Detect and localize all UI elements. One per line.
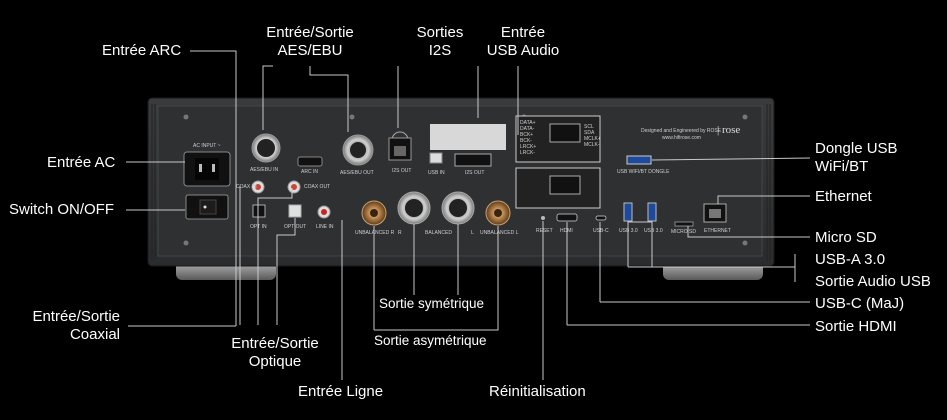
label-coax-line1: Entrée/Sortie: [32, 308, 120, 325]
label-dongle-line1: Dongle USB: [815, 140, 898, 157]
panel-arc-in: ARC IN: [301, 169, 318, 175]
panel-bal-r: R: [398, 230, 402, 236]
label-usb-a: USB-A 3.0: [815, 251, 886, 268]
arc-in-port: [297, 156, 323, 167]
reset-button: [541, 216, 545, 220]
label-dongle: Dongle USB WiFi/BT: [815, 140, 898, 176]
i2s-dvi: [454, 153, 492, 167]
label-i2s-outputs: Sorties I2S: [408, 24, 472, 60]
pin-label: MCLK-: [584, 142, 600, 148]
panel-ethernet: ETHERNET: [704, 228, 731, 234]
hdmi-port: [556, 213, 578, 222]
label-optical: Entrée/Sortie Optique: [222, 335, 328, 371]
label-aes-ebu: Entrée/Sortie AES/EBU: [258, 24, 362, 60]
panel-aes-in: AES/EBU IN: [250, 167, 279, 173]
usb-b-port: [429, 152, 443, 164]
panel-wifi-dongle: USB WIFI/BT DONGLE: [617, 169, 670, 175]
opt-in-port: [252, 204, 266, 218]
label-arc-input: Entrée ARC: [102, 42, 182, 59]
label-usb-audio-input: Entrée USB Audio: [478, 24, 568, 60]
label-ethernet: Ethernet: [815, 188, 872, 205]
panel-ac-input: AC INPUT ~: [193, 143, 221, 149]
panel-microsd: MICRO SD: [671, 229, 696, 235]
usb-a-port-1: [623, 202, 633, 222]
panel-brand: | rose: [717, 124, 741, 136]
label-i2s-line2: I2S: [428, 42, 452, 59]
usb-c-port: [595, 215, 607, 221]
dongle-usb-port: [626, 155, 652, 165]
pin-label: SDA: [584, 130, 595, 136]
label-aes-line2: AES/EBU: [277, 42, 343, 59]
label-reset: Réinitialisation: [489, 383, 586, 400]
panel-i2s-out2: I2S OUT: [465, 170, 485, 176]
panel-line-in: LINE IN: [316, 224, 334, 230]
label-usb-audio-out: Sortie Audio USB: [815, 273, 931, 290]
label-ac-input: Entrée AC: [47, 154, 116, 171]
panel-i2s-out: I2S OUT: [392, 168, 412, 174]
label-hdmi-out: Sortie HDMI: [815, 318, 897, 335]
label-coaxial: Entrée/Sortie Coaxial: [14, 308, 120, 344]
label-opt-line1: Entrée/Sortie: [231, 335, 319, 352]
panel-usb30b: USB 3.0: [644, 228, 663, 234]
panel-coax-in: COAX IN: [236, 184, 257, 190]
label-dongle-line2: WiFi/BT: [815, 158, 869, 175]
panel-designed: Designed and Engineered by ROSE: [641, 128, 722, 134]
pin-label: DATA-: [520, 126, 535, 132]
pin-label: SCL: [584, 124, 594, 130]
panel-reset: RESET: [536, 228, 553, 234]
pin-label: DATA+: [520, 120, 536, 126]
panel-website: www.hifirose.com: [662, 135, 701, 141]
panel-coax-out: COAX OUT: [304, 184, 331, 190]
pin-label: LRCK-: [520, 150, 536, 156]
panel-balanced: BALANCED: [425, 230, 452, 236]
panel-unbal-r: UNBALANCED R: [355, 230, 395, 236]
label-balanced-out: Sortie symétrique: [379, 296, 485, 311]
panel-unbal-l: UNBALANCED L: [480, 230, 519, 236]
panel-hdmi: HDMI: [560, 228, 573, 234]
label-unbalanced-out: Sortie asymétrique: [374, 333, 487, 348]
label-power-switch: Switch ON/OFF: [9, 201, 115, 218]
label-line-input: Entrée Ligne: [298, 383, 384, 400]
panel-usb-in: USB IN: [428, 170, 445, 176]
label-i2s-line1: Sorties: [416, 24, 464, 41]
pin-labels-b-top: SCL SDA MCLK+ MCLK-: [584, 124, 601, 148]
label-microsd: Micro SD: [815, 229, 877, 246]
label-aes-line1: Entrée/Sortie: [266, 24, 354, 41]
label-usb-c: USB-C (MaJ): [815, 295, 905, 312]
pin-label: BCK+: [520, 132, 534, 138]
panel-bal-l: L: [471, 230, 474, 236]
panel-usbc: USB-C: [593, 228, 609, 234]
panel-aes-out: AES/EBU OUT: [340, 170, 374, 176]
pin-labels-a-top: DATA+ DATA- BCK+ BCK- LRCK+ LRCK-: [520, 120, 536, 156]
label-usb-audio-line1: Entrée: [500, 24, 546, 41]
label-coax-line2: Coaxial: [69, 326, 120, 343]
microsd-slot: [674, 221, 694, 227]
pin-label: BCK-: [520, 138, 532, 144]
opt-out-port: [288, 204, 302, 218]
usb-a-port-2: [647, 202, 657, 222]
pin-label: LRCK+: [520, 144, 537, 150]
label-opt-line2: Optique: [248, 353, 302, 370]
pin-label: MCLK+: [584, 136, 601, 142]
label-usb-audio-line2: USB Audio: [486, 42, 560, 59]
